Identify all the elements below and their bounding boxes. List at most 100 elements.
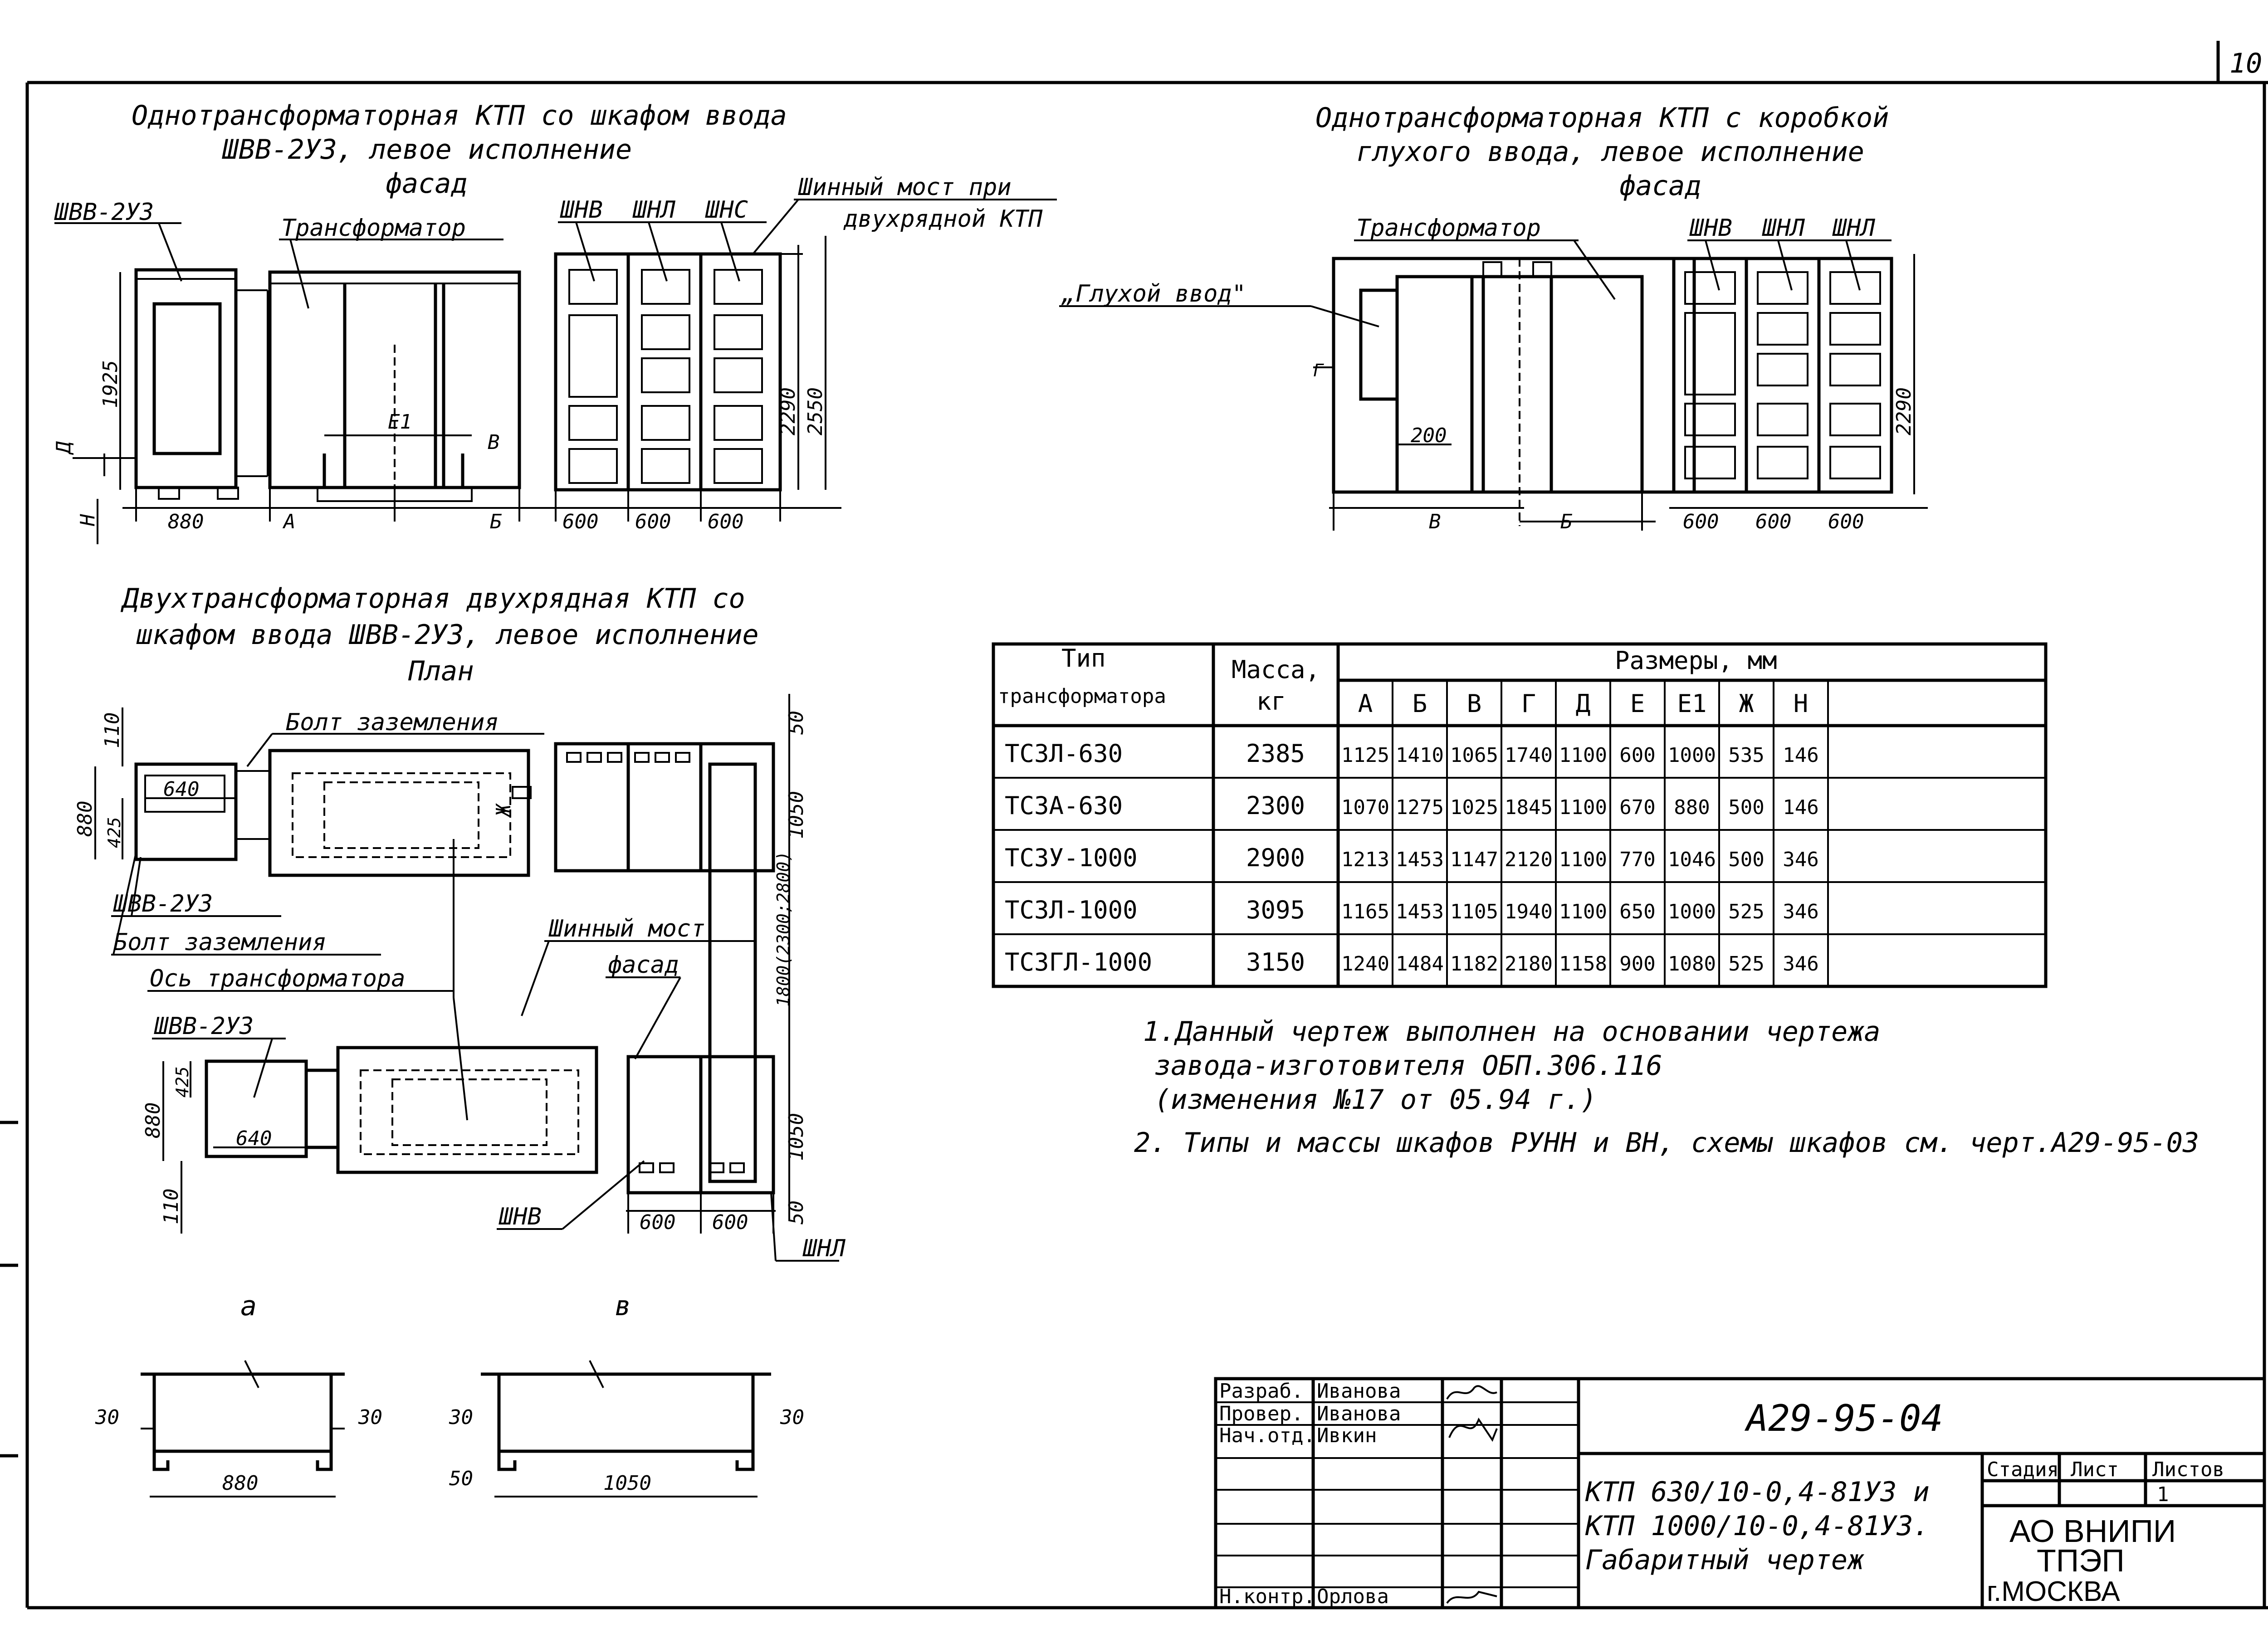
org-line2: ТПЭП	[2037, 1543, 2125, 1578]
table-cell-value: 1275	[1396, 796, 1444, 819]
table-cell-value: 880	[1674, 796, 1710, 819]
table-cell-value: 146	[1783, 796, 1818, 819]
section-a-label: а	[240, 1290, 257, 1322]
signature-1	[1446, 1385, 1497, 1400]
table-cell-value: 1100	[1559, 900, 1607, 923]
table-col-header: Е	[1630, 689, 1645, 718]
table-cell-type: ТСЗГЛ-1000	[1005, 948, 1152, 976]
table-cell-value: 346	[1783, 900, 1818, 923]
p-dim-1050b: 1050	[785, 1113, 808, 1161]
role-1: Разраб.	[1219, 1380, 1303, 1403]
table-cell-type: ТСЗЛ-1000	[1005, 896, 1138, 924]
sheets-value: 1	[2157, 1483, 2169, 1506]
table-cell-value: 1182	[1450, 952, 1498, 976]
view-top-left: Однотрансформаторная КТП со шкафом ввода…	[52, 100, 1057, 544]
p-dim-600a: 600	[640, 1211, 675, 1234]
table-cell-value: 1065	[1450, 744, 1498, 767]
label-shnl: ШНЛ	[632, 196, 676, 224]
table-cell-value: 1125	[1341, 744, 1389, 767]
dim-600-1: 600	[562, 510, 598, 533]
section-a-30r: 30	[358, 1406, 382, 1429]
table-cell-value: 500	[1728, 848, 1764, 871]
table-header-mass-2: кг	[1256, 687, 1286, 716]
role-2: Провер.	[1219, 1402, 1303, 1425]
table-cell-value: 1070	[1341, 796, 1389, 819]
table-header-mass-1: Масса,	[1232, 655, 1320, 684]
note-1-line1: 1.Данный чертеж выполнен на основании че…	[1143, 1016, 1881, 1048]
table-cell-value: 1000	[1668, 900, 1716, 923]
table-cell-value: 900	[1619, 952, 1655, 976]
label-shvv: ШВВ-2УЗ	[54, 199, 154, 226]
r-label-blind: „Глухой ввод"	[1061, 280, 1246, 307]
view-top-right: Однотрансформаторная КТП с коробкой глух…	[1059, 102, 1928, 533]
view-plan: Двухтрансформаторная двухрядная КТП со ш…	[73, 583, 846, 1262]
p-label-zh: Ж	[492, 803, 515, 818]
note-1-line3: (изменения №17 от 05.94 г.)	[1154, 1084, 1597, 1116]
table-cell-value: 1410	[1396, 744, 1444, 767]
section-b-50: 50	[449, 1467, 473, 1490]
r-dim-b: Б	[1560, 510, 1573, 533]
dim-2550: 2550	[804, 387, 827, 435]
table-cell-value: 535	[1728, 744, 1764, 767]
name-1: Иванова	[1317, 1380, 1401, 1403]
sections: а 30 30 880 в 30 30 50 1050	[95, 1290, 804, 1497]
table-cell-value: 1147	[1450, 848, 1498, 871]
table-cell-value: 525	[1728, 900, 1764, 923]
p-label-shnl: ШНЛ	[802, 1235, 846, 1262]
p-label-bridge: Шинный мост	[548, 915, 705, 942]
table-cell-value: 1100	[1559, 744, 1607, 767]
note-2: 2. Типы и массы шкафов РУНН и ВН, схемы …	[1134, 1127, 2199, 1159]
table-cell-value: 670	[1619, 796, 1655, 819]
notes: 1.Данный чертеж выполнен на основании че…	[1134, 1016, 2199, 1159]
view2-title-line2: глухого ввода, левое исполнение	[1356, 136, 1864, 168]
sheet-number: 10	[2229, 48, 2262, 79]
table-cell-value: 1046	[1668, 848, 1716, 871]
p-dim-110b: 110	[160, 1189, 183, 1224]
stage-label: Стадия	[1987, 1458, 2059, 1481]
table-cell-value: 600	[1619, 744, 1655, 767]
table-col-header: А	[1358, 689, 1373, 718]
p-label-bolt2: Болт заземления	[113, 929, 327, 956]
p-dim-600b: 600	[712, 1211, 748, 1234]
table-cell-mass: 2900	[1246, 844, 1305, 872]
table-cell-value: 1845	[1505, 796, 1553, 819]
section-b-label: в	[615, 1290, 631, 1322]
dim-d: Д	[52, 441, 75, 455]
descr-line1: КТП 630/10-0,4-81УЗ и	[1585, 1476, 1930, 1508]
table-cell-value: 650	[1619, 900, 1655, 923]
name-7: Орлова	[1317, 1585, 1389, 1608]
table-cell-mass: 3150	[1246, 948, 1305, 976]
table-cell-value: 1000	[1668, 744, 1716, 767]
r-dim-v: В	[1429, 510, 1441, 533]
p-dim-1050a: 1050	[785, 791, 808, 839]
doc-code: А29-95-04	[1744, 1397, 1943, 1439]
dimensions-table: Тип трансформатора Масса, кг Размеры, мм…	[992, 642, 2048, 988]
p-dim-880a: 880	[73, 801, 97, 837]
role-7: Н.контр.	[1219, 1585, 1315, 1608]
dim-880: 880	[168, 510, 204, 533]
dim-1925: 1925	[99, 360, 122, 408]
table-cell-value: 1165	[1341, 900, 1389, 923]
sheet-label: Лист	[2071, 1458, 2119, 1481]
label-bridge-2: двухрядной КТП	[843, 205, 1043, 233]
org-line1: АО ВНИПИ	[2009, 1513, 2176, 1549]
r-dim-600-1: 600	[1683, 510, 1719, 533]
p-dim-880b: 880	[142, 1102, 165, 1138]
p-label-shvv2: ШВВ-2УЗ	[154, 1013, 254, 1040]
table-cell-type: ТСЗА-630	[1005, 791, 1123, 820]
section-b-30l: 30	[449, 1406, 473, 1429]
signature-3	[1446, 1590, 1497, 1604]
table-cell-value: 770	[1619, 848, 1655, 871]
table-header-type-1: Тип	[1061, 644, 1106, 673]
r-dim-g: Г	[1313, 361, 1324, 380]
dim-600-2: 600	[635, 510, 671, 533]
table-cell-value: 1740	[1505, 744, 1553, 767]
view2-subtitle: фасад	[1619, 170, 1701, 202]
dim-b: Б	[490, 510, 502, 533]
section-b-30r: 30	[780, 1406, 804, 1429]
section-a-30l: 30	[95, 1406, 119, 1429]
table-cell-value: 146	[1783, 744, 1818, 767]
table-cell-value: 1453	[1396, 848, 1444, 871]
table-cell-mass: 3095	[1246, 896, 1305, 924]
